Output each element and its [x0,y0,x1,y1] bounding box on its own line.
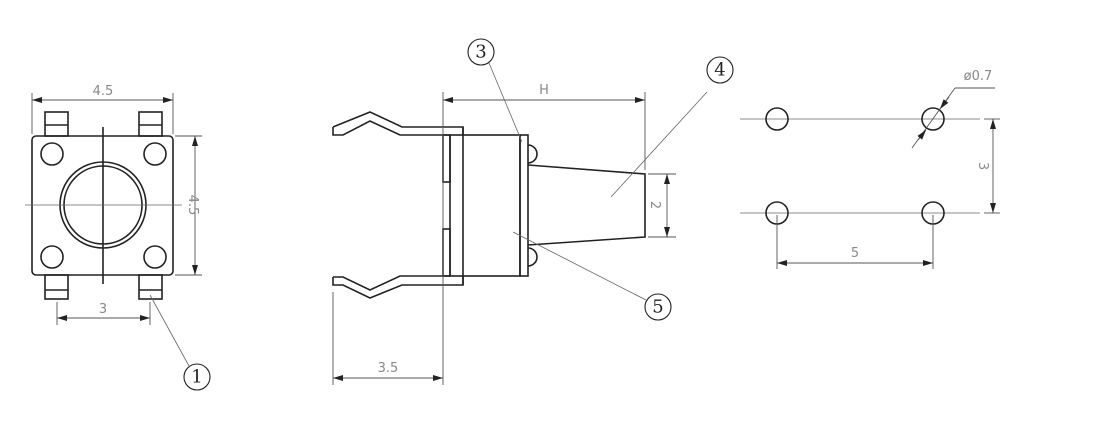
row-pitch-dimension: 3 [975,162,990,170]
switch-body-side [449,134,521,277]
callout-5: 5 [652,297,663,318]
pin-pitch-dimension: 3 [99,302,107,317]
lead-dimension: 3.5 [378,361,399,376]
side-view: H 2 3.5 3 4 5 [332,38,734,385]
callout-3: 3 [475,42,486,63]
corner-holes [40,142,167,269]
plunger-side [527,164,646,246]
cover-plate [519,134,529,277]
plunger-dimension: 2 [647,201,662,209]
callout-1: 1 [191,367,202,388]
pcb-footprint: ø0.7 3 5 [740,69,1000,269]
pads [44,111,163,300]
bottom-lead [332,275,464,299]
top-lead [332,111,464,136]
hole-diameter-dimension: ø0.7 [964,69,993,84]
top-view: 4.5 4.5 3 1 [25,84,211,391]
column-pitch-dimension: 5 [851,246,859,261]
height-dimension: 4.5 [185,195,200,216]
height-H-dimension: H [539,83,549,98]
width-dimension: 4.5 [93,84,114,99]
callout-4: 4 [714,60,725,81]
